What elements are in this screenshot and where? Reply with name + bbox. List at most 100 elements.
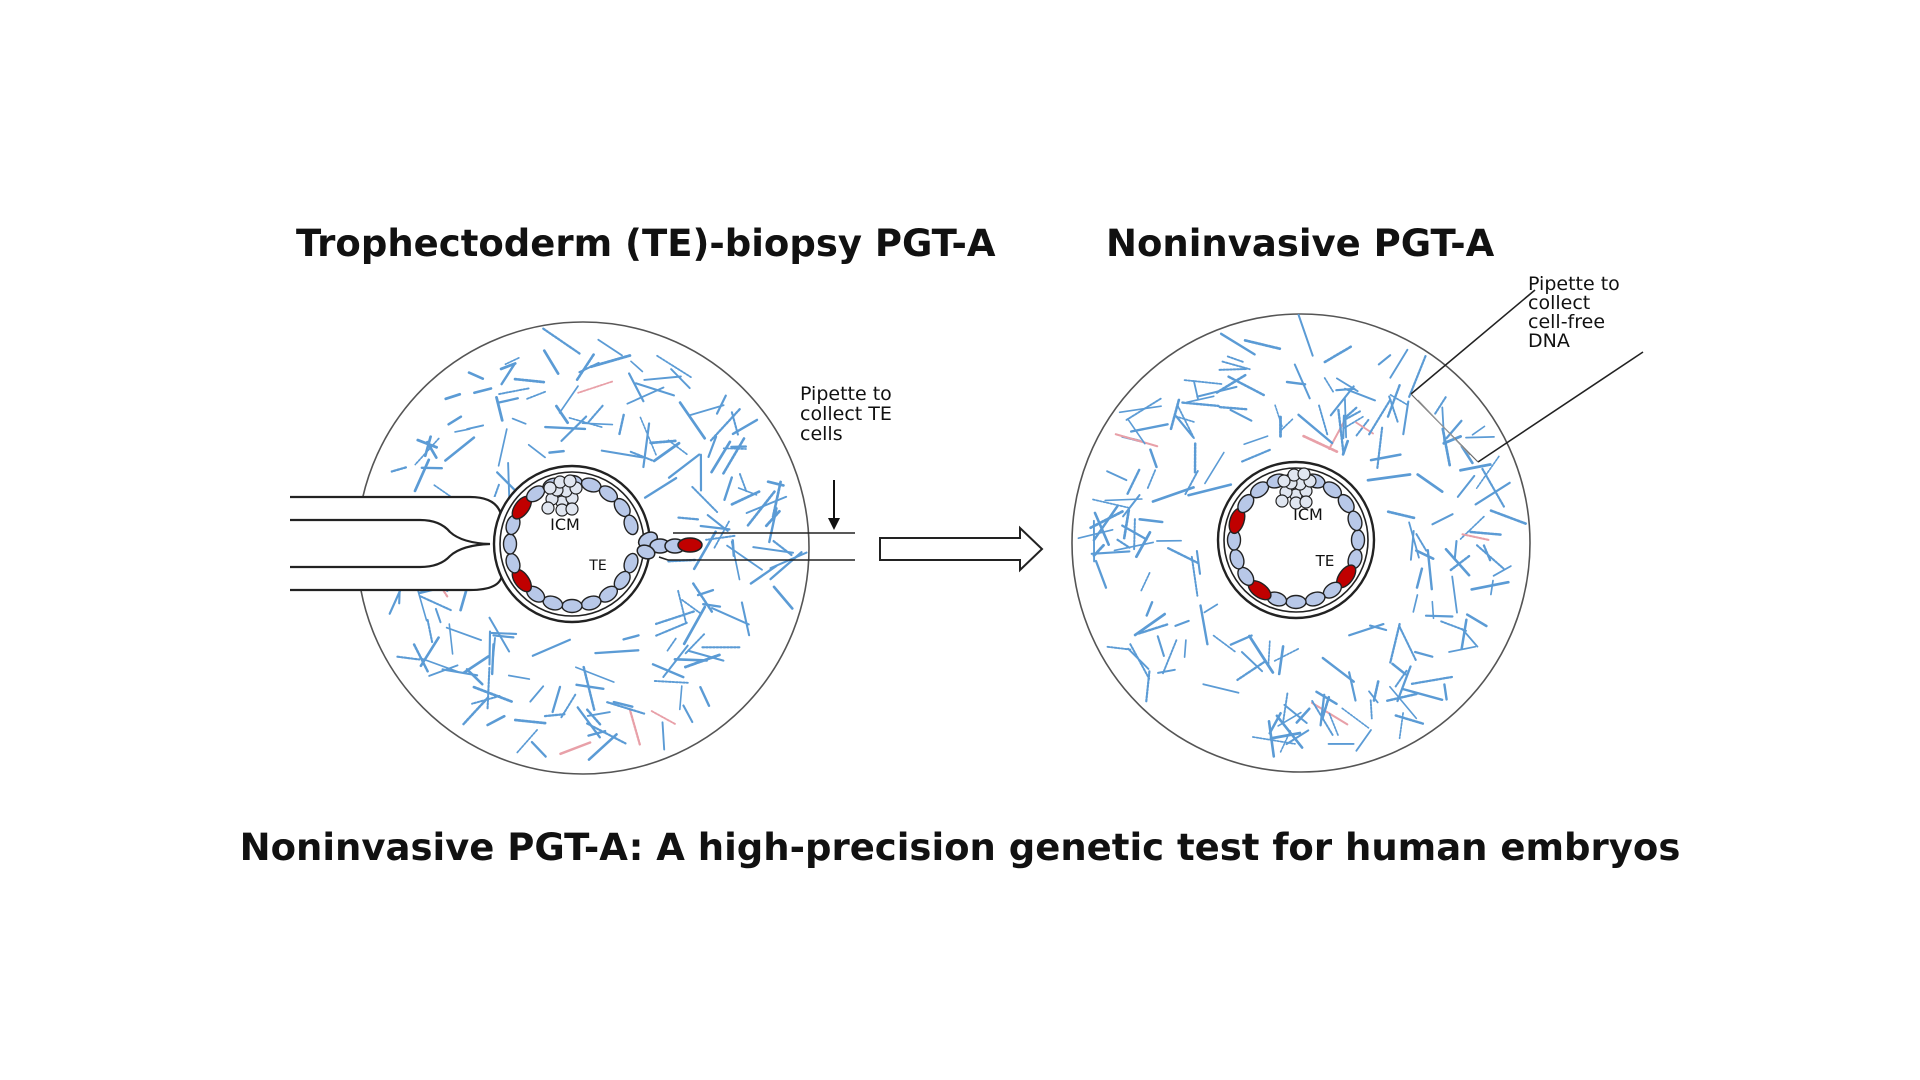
te-cell	[623, 514, 639, 536]
dna-fragment	[1295, 707, 1311, 724]
dna-fragment	[465, 668, 484, 686]
right-arrow-icon	[879, 525, 1044, 573]
dna-fragment	[515, 729, 538, 754]
dna-fragment	[706, 514, 729, 532]
dna-fragment	[1283, 703, 1308, 724]
holding-pipette	[290, 495, 513, 592]
dna-fragment	[1416, 473, 1444, 493]
dna-fragment	[1243, 435, 1269, 446]
dna-fragment	[1090, 550, 1131, 555]
dna-fragment	[1094, 559, 1108, 589]
dna-fragment	[643, 375, 682, 381]
dna-fragment	[1341, 707, 1370, 729]
dna-fragment	[473, 387, 493, 395]
dna-fragment	[711, 607, 750, 626]
dna-fragment	[1337, 408, 1345, 455]
dna-fragment	[466, 424, 485, 431]
dna-fragment	[492, 634, 515, 639]
dna-fragment	[1424, 614, 1454, 618]
icm-cell	[563, 474, 577, 488]
dna-fragment	[738, 473, 748, 493]
dna-fragment	[1135, 531, 1152, 559]
cfdna-pipette-lower	[1477, 351, 1644, 463]
icm-cell	[1275, 494, 1289, 508]
dna-fragment	[1293, 363, 1311, 400]
dna-fragment	[1274, 404, 1283, 428]
right-pipette-label-2: collect	[1528, 292, 1590, 314]
cfdna-pipette-rim	[1417, 399, 1471, 456]
dna-fragment	[1169, 398, 1181, 431]
dna-fragment	[491, 643, 495, 676]
dna-fragment	[707, 435, 718, 458]
dna-fragment	[1219, 332, 1256, 356]
herniating-te-cells	[636, 531, 703, 560]
dna-fragment	[1243, 339, 1282, 351]
dna-fragment	[1328, 712, 1339, 736]
dna-fragment	[630, 360, 644, 373]
dna-fragment	[723, 476, 733, 501]
dna-fragment	[652, 441, 681, 463]
dna-fragment	[677, 589, 687, 624]
dna-fragment	[496, 387, 530, 396]
dna-fragment	[585, 708, 603, 727]
dna-fragment	[709, 408, 741, 442]
dna-fragment	[500, 363, 516, 386]
te-cell	[1350, 529, 1366, 551]
dna-fragment	[513, 377, 546, 384]
dna-fragment	[1149, 448, 1158, 469]
dna-fragment	[1106, 470, 1128, 482]
right-inner-cell-mass	[1275, 467, 1317, 510]
dna-fragment	[587, 733, 618, 761]
dna-fragment	[600, 449, 644, 459]
dna-fragment	[588, 354, 632, 369]
dna-fragment	[513, 718, 548, 725]
dna-fragment	[1471, 425, 1486, 436]
dna-fragment	[1344, 406, 1358, 419]
dna-fragment	[606, 701, 646, 715]
dna-fragment	[772, 585, 794, 610]
dna-fragment	[448, 623, 454, 655]
dna-fragment	[1389, 685, 1418, 720]
dna-fragment	[1240, 448, 1271, 463]
dna-fragment	[662, 644, 689, 678]
right-icm-label: ICM	[1293, 505, 1323, 524]
dna-fragment	[498, 397, 519, 404]
dna-fragment	[497, 428, 508, 467]
dna-fragment	[1282, 692, 1289, 724]
dna-fragment	[730, 411, 740, 437]
dna-fragment	[507, 674, 531, 680]
dna-fragment	[597, 338, 623, 357]
dna-fragment	[1181, 401, 1220, 408]
dna-fragment	[1199, 604, 1209, 646]
dna-fragment	[1443, 683, 1448, 701]
te-cell	[561, 598, 583, 614]
dna-fragment	[618, 413, 625, 436]
dna-fragment	[678, 401, 707, 440]
dna-fragment	[423, 435, 432, 458]
dna-fragment	[587, 404, 604, 423]
dna-fragment	[542, 349, 560, 375]
dna-fragment	[1229, 408, 1253, 422]
dna-fragment	[1415, 567, 1424, 589]
dna-fragment	[578, 361, 600, 374]
dna-fragment	[1453, 539, 1458, 560]
dna-fragment	[1394, 714, 1425, 725]
dna-fragment	[684, 633, 706, 655]
right-pipette-label-3: cell-free	[1528, 311, 1605, 333]
left-pipette-label-3: cells	[800, 423, 843, 445]
dna-fragment	[1217, 368, 1247, 371]
dna-fragment	[542, 327, 581, 355]
dna-fragment	[1456, 474, 1476, 498]
te-cell	[502, 533, 518, 555]
dna-fragment	[529, 685, 545, 703]
dna-fragment	[1184, 470, 1199, 496]
te-cell	[636, 544, 656, 560]
dna-fragment	[390, 466, 408, 473]
dna-fragment	[1174, 415, 1195, 423]
dna-fragment	[730, 490, 761, 506]
dna-fragment	[1391, 662, 1407, 676]
down-arrow-icon	[828, 518, 840, 530]
dna-fragment	[419, 636, 440, 668]
dna-fragment	[1321, 656, 1356, 683]
dna-fragment	[444, 392, 462, 401]
